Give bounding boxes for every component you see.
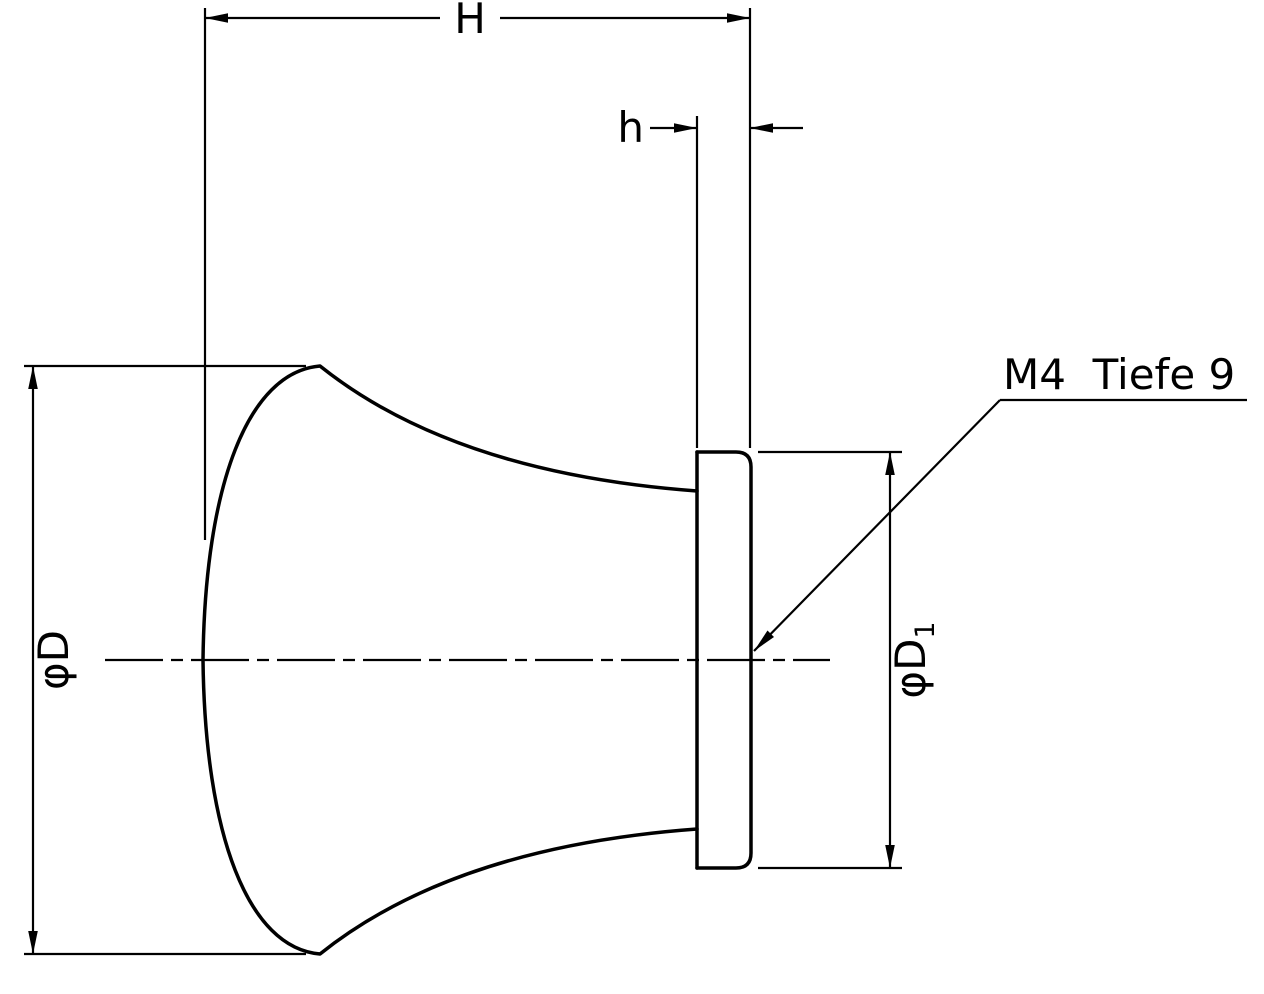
dim-phiD1-top-arrowhead [885,452,895,475]
thread-note-group: M4 Tiefe 9 [753,350,1247,652]
dimension-H-group: H [203,0,752,540]
dim-phiD-top-arrowhead [28,366,38,389]
dim-h-label: h [617,103,644,152]
dim-h-left-arrowhead [674,123,697,133]
dim-H-label: H [454,0,486,43]
dim-phiD-label: φD [29,630,78,690]
dim-phiD-bottom-arrowhead [28,931,38,954]
thread-note-arrowhead [754,630,774,651]
thread-note-diagonal-leader-line [753,399,1001,652]
dim-h-right-arrowhead [750,123,773,133]
dimension-h-group: h [617,103,803,448]
dim-H-left-arrowhead [205,13,228,23]
dim-phiD1-bottom-arrowhead [885,845,895,868]
dimension-phiD-group: φD [24,364,306,956]
thread-note-label: M4 Tiefe 9 [1003,350,1235,399]
dim-phiD1-label-main: φD [886,639,935,699]
dim-H-right-arrowhead [727,13,750,23]
dimension-phiD1-group: φD1 [758,450,941,870]
dim-phiD1-label: φD1 [886,621,941,698]
dim-phiD1-label-subscript: 1 [910,621,941,638]
